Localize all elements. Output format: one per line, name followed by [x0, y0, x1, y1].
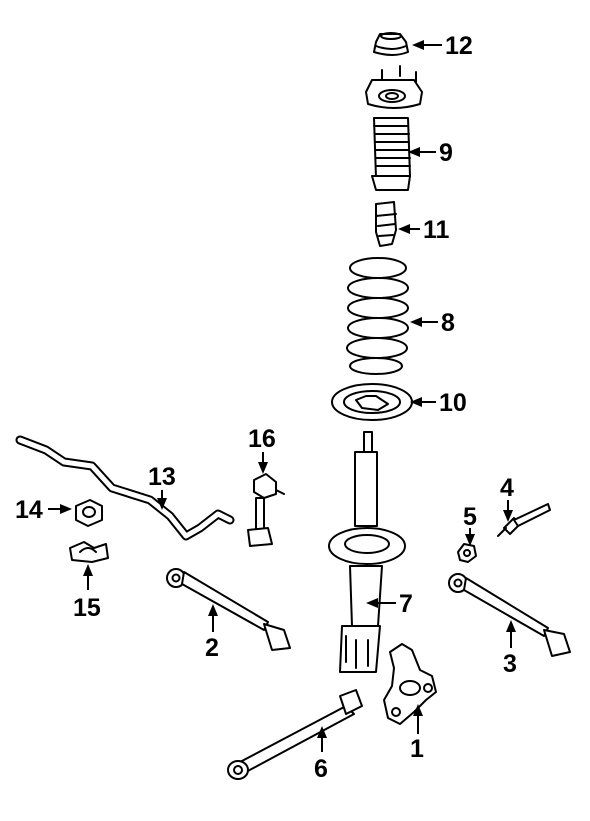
part-13-stabilizer-bar — [15, 435, 235, 541]
callout-5: 5 — [463, 503, 477, 531]
part-2-lateral-link — [166, 568, 291, 651]
callout-6: 6 — [314, 755, 328, 783]
part-1-knuckle — [383, 643, 437, 725]
callout-12: 12 — [445, 32, 473, 60]
callout-9: 9 — [439, 139, 453, 167]
callout-11: 11 — [423, 216, 450, 244]
leader-arrows — [48, 40, 516, 752]
callout-labels: 12 9 11 8 10 7 1 6 2 3 4 5 13 14 15 16 — [15, 32, 517, 783]
callout-15: 15 — [73, 594, 101, 622]
arrow-13 — [157, 490, 167, 510]
arrow-15 — [83, 564, 93, 590]
callout-14: 14 — [15, 496, 43, 524]
arrow-4 — [503, 500, 513, 522]
callout-16: 16 — [248, 425, 276, 453]
part-7-strut — [328, 431, 406, 673]
part-12-mount-cap — [373, 32, 409, 56]
part-9-upper-mount-boot — [365, 65, 423, 191]
callout-8: 8 — [441, 309, 455, 337]
callout-10: 10 — [439, 389, 467, 417]
arrow-14 — [48, 504, 72, 514]
arrow-8 — [410, 317, 438, 327]
arrow-16 — [258, 452, 268, 474]
arrow-6 — [317, 726, 327, 752]
part-3-lateral-link — [448, 573, 571, 657]
arrow-5 — [465, 528, 475, 546]
arrow-7 — [366, 598, 396, 608]
arrow-10 — [410, 397, 436, 407]
arrow-3 — [506, 620, 516, 648]
callout-2: 2 — [205, 634, 219, 662]
arrow-1 — [413, 704, 423, 734]
part-16-stabilizer-link — [247, 473, 285, 547]
arrow-2 — [208, 604, 218, 632]
callout-1: 1 — [410, 735, 424, 763]
callout-13: 13 — [148, 463, 176, 491]
callout-7: 7 — [399, 590, 413, 618]
part-4-bolt — [497, 503, 551, 537]
callout-4: 4 — [500, 474, 514, 502]
part-11-bump-stop — [375, 201, 397, 247]
arrow-9 — [408, 147, 436, 157]
part-14-bushing — [75, 499, 103, 527]
arrow-11 — [398, 224, 420, 234]
part-6-trailing-link — [227, 689, 363, 780]
callout-3: 3 — [503, 650, 517, 678]
arrow-12 — [412, 40, 442, 50]
part-10-spring-seat — [331, 383, 413, 421]
part-8-coil-spring — [346, 257, 409, 375]
part-5-nut — [457, 543, 477, 563]
part-15-bracket — [69, 541, 109, 563]
